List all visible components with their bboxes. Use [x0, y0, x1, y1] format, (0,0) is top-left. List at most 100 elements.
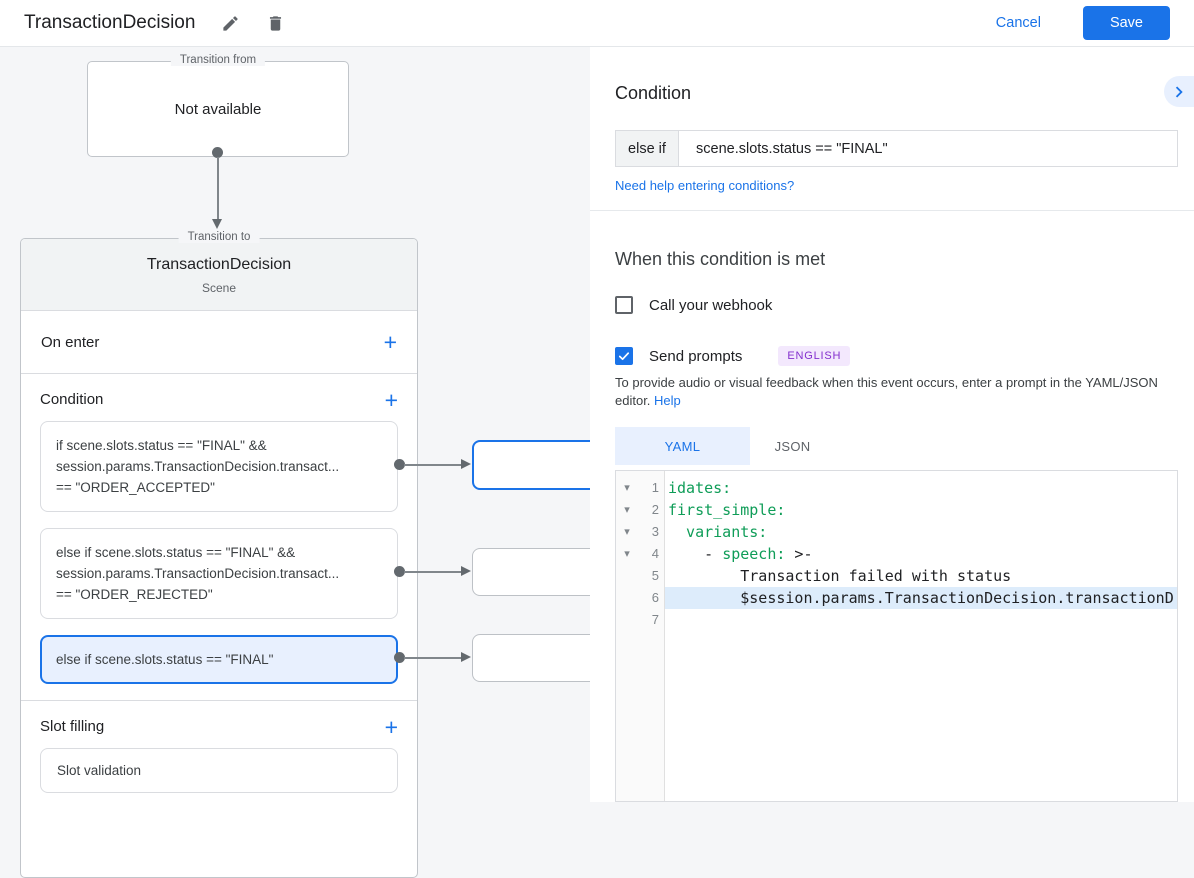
- arrow-right-icon: [461, 652, 471, 662]
- prompts-help-link[interactable]: Help: [654, 392, 681, 408]
- line-number: 5: [651, 568, 659, 583]
- connector-line: [216, 157, 219, 219]
- edit-scene-button[interactable]: [221, 14, 240, 33]
- save-button[interactable]: Save: [1082, 6, 1170, 40]
- line-number: 3: [651, 524, 659, 539]
- slot-filling-section: Slot filling + Slot validation: [21, 701, 417, 793]
- code-line[interactable]: ▾ 4 - speech: >-: [616, 543, 1177, 565]
- transition-target-box[interactable]: [472, 634, 604, 682]
- fold-arrow-icon[interactable]: ▾: [624, 504, 630, 516]
- transition-to-node: Transition to TransactionDecision Scene …: [20, 231, 418, 878]
- prompts-description-text: To provide audio or visual feedback when…: [615, 375, 1158, 408]
- scene-subtitle: Scene: [201, 281, 237, 295]
- transition-from-legend: Transition from: [170, 54, 266, 66]
- pencil-icon: [221, 14, 240, 33]
- condition-section-label: Condition: [40, 391, 104, 408]
- checkmark-icon: [617, 349, 631, 363]
- condition-prefix: else if: [616, 131, 679, 166]
- condition-expression-field: else if scene.slots.status == "FINAL": [615, 130, 1178, 167]
- line-number: 2: [651, 502, 659, 517]
- add-condition-button[interactable]: +: [384, 386, 398, 413]
- tab-yaml[interactable]: YAML: [615, 427, 750, 465]
- fold-spacer: [616, 609, 638, 631]
- transition-to-legend: Transition to: [178, 231, 260, 243]
- connector-dot: [394, 566, 405, 577]
- code-line[interactable]: 6 $session.params.TransactionDecision.tr…: [616, 587, 1177, 609]
- on-enter-label: On enter: [41, 333, 100, 351]
- condition-detail-panel: Condition else if scene.slots.status == …: [590, 47, 1194, 802]
- condition-card-selected[interactable]: else if scene.slots.status == "FINAL": [40, 635, 398, 684]
- line-number: 4: [651, 546, 659, 561]
- send-prompts-row: Send prompts ENGLISH: [615, 346, 851, 366]
- fold-spacer: [616, 587, 638, 609]
- connector-dot: [212, 147, 223, 158]
- slot-filling-label: Slot filling: [40, 718, 105, 735]
- code-text[interactable]: - speech: >-: [668, 545, 813, 563]
- transition-from-value: Not available: [174, 100, 262, 118]
- add-on-enter-button[interactable]: +: [383, 329, 397, 355]
- line-number: 1: [651, 480, 659, 495]
- fold-arrow-icon[interactable]: ▾: [624, 548, 630, 560]
- code-line[interactable]: 5 Transaction failed with status: [616, 565, 1177, 587]
- editor-gutter: [616, 471, 665, 801]
- webhook-label: Call your webhook: [649, 296, 773, 314]
- code-line[interactable]: ▾ 3 variants:: [616, 521, 1177, 543]
- connector-line: [404, 463, 462, 466]
- add-slot-filling-button[interactable]: +: [384, 713, 398, 740]
- top-bar: TransactionDecision Cancel Save: [0, 0, 1194, 47]
- panel-heading: Condition: [615, 83, 692, 103]
- arrow-right-icon: [461, 459, 471, 469]
- scene-title: TransactionDecision: [146, 256, 292, 273]
- transition-from-node[interactable]: Transition from Not available: [87, 54, 349, 157]
- code-text[interactable]: $session.params.TransactionDecision.tran…: [665, 587, 1177, 609]
- code-text[interactable]: variants:: [668, 523, 768, 541]
- code-lines: ▾ 1 idates: ▾ 2 first_simple: ▾ 3 variants: ▾ 4 -…: [616, 477, 1177, 631]
- condition-section: Condition + if scene.slots.status == "FI…: [21, 374, 417, 684]
- section-divider: [21, 700, 417, 701]
- arrow-right-icon: [461, 566, 471, 576]
- top-bar-actions: Cancel Save: [990, 6, 1170, 40]
- connector-dot: [394, 459, 405, 470]
- code-text[interactable]: idates:: [668, 479, 732, 497]
- language-badge: ENGLISH: [778, 346, 851, 366]
- slot-validation-card[interactable]: Slot validation: [40, 748, 398, 793]
- condition-card[interactable]: if scene.slots.status == "FINAL" &&sessi…: [40, 421, 398, 512]
- on-enter-row[interactable]: On enter +: [21, 311, 417, 374]
- code-text[interactable]: [665, 609, 1177, 631]
- delete-scene-button[interactable]: [266, 14, 285, 33]
- conditions-help-link[interactable]: Need help entering conditions?: [615, 178, 795, 193]
- fold-arrow-icon[interactable]: ▾: [624, 526, 630, 538]
- code-text[interactable]: Transaction failed with status: [668, 567, 1012, 585]
- collapse-panel-button[interactable]: [1164, 76, 1194, 107]
- line-number: 6: [651, 590, 659, 605]
- condition-card[interactable]: else if scene.slots.status == "FINAL" &&…: [40, 528, 398, 619]
- tab-json[interactable]: JSON: [774, 438, 811, 454]
- code-text[interactable]: first_simple:: [668, 501, 786, 519]
- transition-target-box[interactable]: [472, 548, 604, 596]
- yaml-code-editor[interactable]: ▾ 1 idates: ▾ 2 first_simple: ▾ 3 variants: ▾ 4 -…: [615, 470, 1178, 802]
- webhook-row: Call your webhook: [615, 296, 772, 314]
- transition-target-box[interactable]: [472, 440, 604, 490]
- line-number: 7: [651, 612, 659, 627]
- send-prompts-checkbox[interactable]: [615, 347, 633, 365]
- scene-header[interactable]: TransactionDecision Scene: [21, 239, 417, 311]
- panel-divider: [590, 210, 1194, 211]
- code-line[interactable]: ▾ 2 first_simple:: [616, 499, 1177, 521]
- when-met-heading: When this condition is met: [615, 249, 826, 269]
- arrow-down-icon: [212, 219, 222, 229]
- connector-line: [404, 656, 462, 659]
- webhook-checkbox[interactable]: [615, 296, 633, 314]
- cancel-button[interactable]: Cancel: [990, 14, 1047, 32]
- page-title: TransactionDecision: [24, 12, 196, 33]
- chevron-right-icon: [1168, 81, 1190, 103]
- send-prompts-label: Send prompts: [649, 347, 743, 365]
- code-line[interactable]: ▾ 1 idates:: [616, 477, 1177, 499]
- trash-icon: [266, 14, 285, 33]
- condition-expression-input[interactable]: scene.slots.status == "FINAL": [696, 140, 888, 157]
- code-line[interactable]: 7: [616, 609, 1177, 631]
- connector-dot: [394, 652, 405, 663]
- connector-line: [404, 570, 462, 573]
- fold-arrow-icon[interactable]: ▾: [624, 482, 630, 494]
- editor-tabs: YAML JSON: [615, 427, 835, 465]
- prompts-description: To provide audio or visual feedback when…: [615, 374, 1171, 409]
